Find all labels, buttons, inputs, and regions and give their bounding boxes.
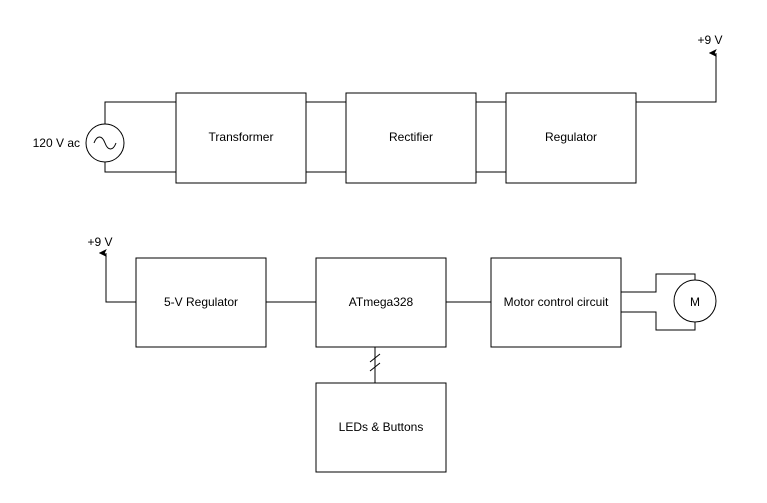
power-supply-chain: 120 V ac Transformer Rectifier Regulator… [33,33,723,184]
io-block: LEDs & Buttons [315,382,447,473]
regulator-block: Regulator [505,92,637,184]
rectifier-label: Rectifier [389,130,433,144]
io-label: LEDs & Buttons [339,420,424,434]
wire-regulator-output [636,49,717,103]
mcu-label: ATmega328 [349,295,414,309]
ac-source: 120 V ac [33,123,125,163]
motor: M [673,279,717,323]
motor-icon [673,279,717,323]
sine-wave-icon [93,136,117,150]
motor-control-label: Motor control circuit [504,295,609,309]
source-label: 120 V ac [33,136,80,150]
wire-input-regulator [98,249,136,303]
controller-chain: +9 V 5-V Regulator ATmega328 Motor contr… [87,235,717,473]
transformer-label: Transformer [209,130,274,144]
bus-slash-icon [369,353,381,372]
input-label: +9 V [87,235,112,249]
five-volt-regulator-label: 5-V Regulator [164,295,238,309]
wire-source-transformer-bottom [104,162,176,173]
mcu-block: ATmega328 [315,257,447,348]
wire-motor-bottom [621,311,696,331]
rectifier-block: Rectifier [345,92,477,184]
motor-control-block: Motor control circuit [490,257,622,348]
transformer-block: Transformer [175,92,307,184]
wire-motor-top [621,273,696,293]
output-label: +9 V [697,33,722,47]
motor-label: M [690,295,700,309]
wire-source-transformer-top [104,101,176,124]
regulator-label: Regulator [545,130,597,144]
five-volt-regulator-block: 5-V Regulator [135,257,267,348]
